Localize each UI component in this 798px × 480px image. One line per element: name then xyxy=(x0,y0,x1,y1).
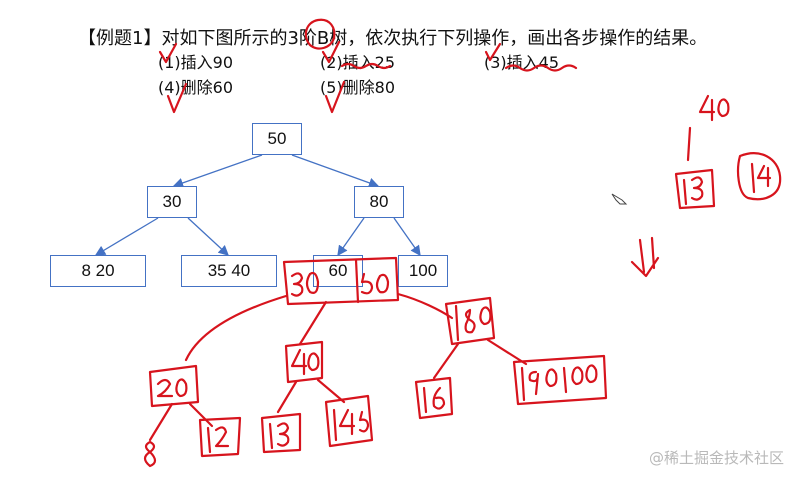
edge-root-to-80 xyxy=(291,154,380,188)
operation-insert-25: (2)插入25 xyxy=(320,53,396,72)
btree-leaf-8-20: 8 20 xyxy=(50,255,146,287)
edge-80-to-leaf-100 xyxy=(393,217,421,257)
btree-leaf-100: 100 xyxy=(398,255,448,287)
check-mark-op5 xyxy=(324,80,346,114)
hw-leaf-45 xyxy=(324,394,374,448)
pen-cursor-icon xyxy=(610,192,628,206)
hw-edge-left xyxy=(184,294,288,362)
operation-delete-60: (4)删除60 xyxy=(158,78,234,97)
operation-insert-90: (1)插入90 xyxy=(158,53,234,72)
check-mark-op3 xyxy=(484,42,502,62)
edge-80-to-leaf-60 xyxy=(337,217,365,257)
check-mark-op2 xyxy=(321,40,341,64)
hw-edge-mid xyxy=(298,300,328,346)
hw-edge-40-to-35 xyxy=(276,380,298,414)
edge-30-to-leaf-8-20 xyxy=(94,217,159,256)
hw-sketch-edge xyxy=(686,126,692,162)
hw-sketch-40 xyxy=(698,94,730,122)
watermark: @稀土掘金技术社区 xyxy=(648,449,784,467)
edge-root-to-30 xyxy=(172,154,263,188)
hw-root-divider xyxy=(354,258,360,304)
hw-sketch-45 xyxy=(737,152,782,201)
hw-root-30 xyxy=(290,271,320,297)
hw-leaf-90-100 xyxy=(512,354,608,406)
btree-node-80: 80 xyxy=(354,186,404,218)
hw-edge-20-to-25 xyxy=(188,402,214,428)
hw-node-40 xyxy=(284,340,324,384)
hw-leaf-35 xyxy=(260,412,302,454)
hw-node-20 xyxy=(148,364,200,408)
btree-leaf-35-40: 35 40 xyxy=(181,255,277,287)
hw-edge-20-to-8 xyxy=(148,402,174,442)
check-mark-op4 xyxy=(166,82,188,114)
hw-edge-80-to-60 xyxy=(432,342,460,380)
hw-sketch-35 xyxy=(674,168,716,210)
operation-insert-45: (3)插入45 xyxy=(484,53,560,72)
hw-leaf-60 xyxy=(414,376,454,420)
hw-sketch-down-arrow xyxy=(630,236,660,278)
btree-node-30: 30 xyxy=(147,186,197,218)
circle-mark-3-order xyxy=(304,18,336,50)
hw-root-node xyxy=(282,256,400,306)
hw-edge-80-to-90-100 xyxy=(486,338,528,366)
underline-op2 xyxy=(340,62,392,70)
hw-leaf-8 xyxy=(143,440,157,468)
hw-edge-right xyxy=(396,292,454,320)
hw-edge-40-to-45 xyxy=(316,378,346,404)
edge-30-to-leaf-35-40 xyxy=(187,217,229,256)
underline-op3 xyxy=(504,64,578,72)
problem-title: 【例题1】对如下图所示的3阶B树，依次执行下列操作，画出各步操作的结果。 xyxy=(78,28,708,49)
hw-leaf-25 xyxy=(198,416,242,458)
btree-root-node: 50 xyxy=(252,123,302,155)
hw-node-80 xyxy=(444,296,496,346)
check-mark-op1 xyxy=(158,42,178,64)
hw-root-50 xyxy=(360,272,390,295)
